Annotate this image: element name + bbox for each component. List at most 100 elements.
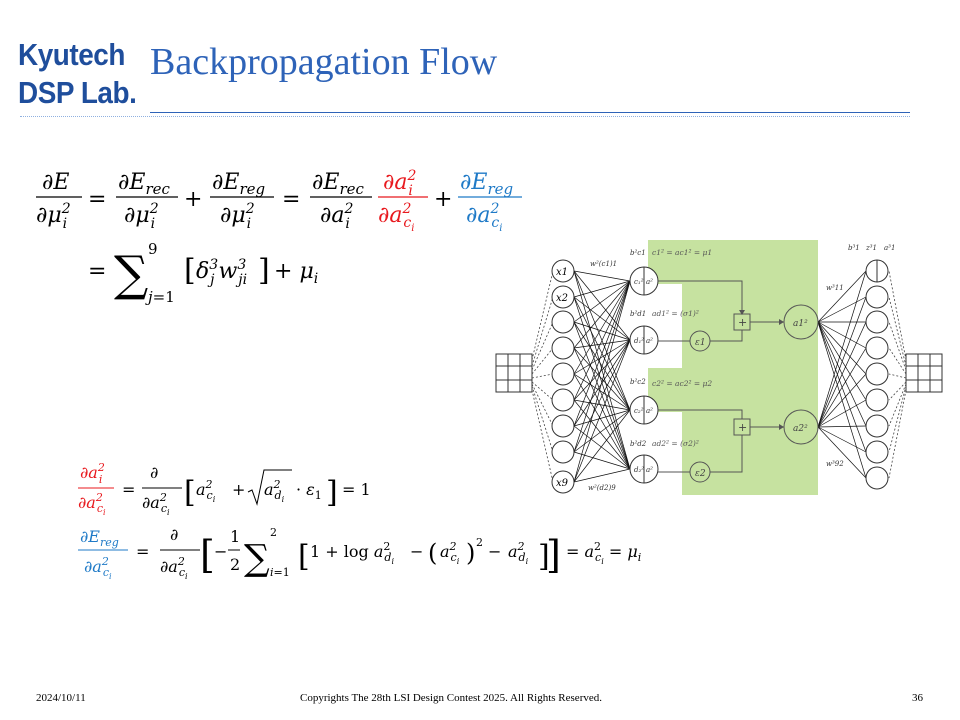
svg-text:[: [: [184, 253, 196, 288]
svg-text:a²: a²: [646, 466, 653, 474]
footer-copyright: Copyrights The 28th LSI Design Contest 2…: [300, 692, 602, 704]
svg-text:∂a2i: ∂a2i: [383, 168, 417, 199]
svg-text:c₂²: c₂²: [634, 407, 644, 415]
svg-text:=: =: [88, 259, 106, 284]
svg-text:∂: ∂: [150, 463, 158, 482]
var-box-2: ad2² = (σ2)²: [652, 439, 699, 448]
svg-text:a²: a²: [646, 278, 653, 286]
var-box-1: ad1² = (σ1)²: [652, 309, 699, 318]
logo-line-1: Kyutech: [18, 37, 125, 72]
svg-text:1: 1: [230, 527, 240, 546]
input-label-x2: x2: [556, 293, 568, 304]
svg-text:+ μi: + μi: [274, 259, 318, 287]
input-label-x9: x9: [556, 478, 569, 489]
svg-text:∂Ereg: ∂Ereg: [212, 170, 265, 198]
svg-text:(: (: [428, 539, 437, 567]
epsilon-1: ε1: [695, 338, 706, 348]
encoder-neurons: [629, 266, 659, 484]
bias-label-c1: b²c1: [630, 249, 646, 257]
svg-text:]: ]: [326, 475, 338, 510]
latent-2-label: a2²: [793, 424, 808, 434]
slide-title: Backpropagation Flow: [150, 41, 498, 83]
latent-1-label: a1²: [793, 319, 808, 329]
svg-text:∂a2i: ∂a2i: [320, 201, 354, 232]
weight-label-out-bottom: w³92: [826, 460, 844, 468]
svg-text:[: [: [184, 475, 196, 510]
svg-text:−: −: [488, 542, 501, 561]
bias-label-d2: b²d2: [630, 440, 647, 448]
svg-text:]: ]: [258, 253, 270, 288]
svg-text:2: 2: [230, 555, 240, 574]
svg-text:· ε1: · ε1: [296, 480, 322, 502]
svg-text:[: [: [298, 539, 310, 574]
svg-text:∂a2i: ∂a2i: [80, 461, 105, 486]
svg-text:d₂²: d₂²: [634, 466, 644, 474]
svg-text:∂μ2i: ∂μ2i: [220, 201, 255, 232]
svg-text:9: 9: [148, 240, 158, 258]
svg-text:−: −: [214, 542, 227, 561]
svg-text:∂: ∂: [170, 525, 178, 544]
latent-region-highlight: [682, 240, 818, 495]
mu-box-1: c1² = ac1² = μ1: [652, 248, 712, 257]
svg-text:−: −: [410, 542, 423, 561]
lab-logo: Kyutech DSP Lab.: [18, 36, 148, 122]
title-rule: [150, 112, 910, 113]
svg-text:): ): [466, 539, 475, 567]
svg-text:2: 2: [476, 536, 483, 549]
out-z-label: z³1: [865, 244, 877, 252]
decoder-connections: [817, 270, 867, 479]
input-grid: [495, 353, 533, 393]
svg-text:[: [: [200, 533, 215, 577]
output-neurons: [865, 259, 889, 490]
weight-label-in-bottom: w²(d2)9: [588, 484, 616, 492]
out-bias-label: b³1: [848, 244, 860, 252]
title-rule-dotted: [20, 116, 910, 117]
svg-text:c₁²: c₁²: [634, 278, 644, 286]
svg-text:]: ]: [538, 539, 550, 574]
weight-label-out-top: w³11: [826, 284, 844, 292]
encoder-connections: [573, 270, 631, 483]
svg-text:∑: ∑: [114, 246, 148, 302]
plus-node-1: +: [738, 316, 747, 329]
footer-date: 2024/10/11: [36, 692, 86, 704]
svg-text:=: =: [282, 187, 300, 212]
out-a-label: a³1: [884, 244, 895, 252]
input-neurons: [551, 259, 575, 494]
svg-text:∂Erec: ∂Erec: [118, 170, 170, 198]
bias-label-c2: b²c2: [630, 378, 646, 386]
bias-label-d1: b²d1: [630, 310, 646, 318]
svg-text:∑: ∑: [244, 538, 270, 579]
svg-text:+: +: [184, 187, 202, 212]
svg-text:i=1: i=1: [270, 566, 290, 579]
svg-text:a²: a²: [646, 337, 653, 345]
svg-text:2: 2: [270, 526, 277, 539]
svg-text:∂E: ∂E: [42, 170, 69, 195]
svg-text:∂Ereg: ∂Ereg: [80, 527, 119, 549]
plus-node-2: +: [738, 421, 747, 434]
svg-text:= 1: = 1: [342, 480, 371, 499]
epsilon-2: ε2: [695, 469, 706, 479]
weight-label-in-top: w²(c1)1: [590, 260, 617, 268]
svg-text:+: +: [434, 187, 452, 212]
logo-line-2: DSP Lab.: [18, 75, 137, 110]
svg-text:]: ]: [546, 533, 561, 577]
svg-text:j=1: j=1: [145, 288, 175, 306]
mu-box-2: c2² = ac2² = μ2: [652, 379, 712, 388]
svg-text:∂μ2i: ∂μ2i: [124, 201, 159, 232]
svg-text:+: +: [232, 480, 245, 499]
